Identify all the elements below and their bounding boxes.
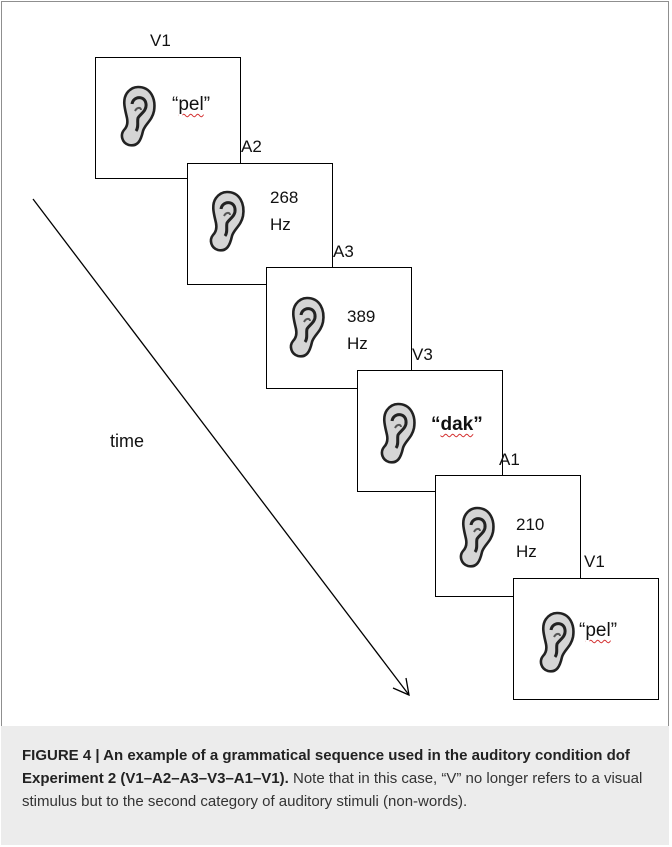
time-label: time (110, 431, 145, 451)
ear-icon (380, 402, 416, 464)
ear-icon (289, 296, 325, 358)
card-label-2: A2 (241, 137, 262, 156)
card-label-5: A1 (499, 450, 520, 469)
stimulus-word: “pel” (172, 94, 211, 115)
frequency-unit: Hz (270, 215, 291, 234)
ear-icon (120, 85, 156, 147)
stimulus-word: “pel” (579, 620, 618, 641)
caption-panel (1, 726, 669, 845)
caption-title: FIGURE 4 | An example of a grammatical s… (22, 747, 630, 787)
stimulus-card-6: “pel” (513, 578, 659, 700)
frequency-value: 210 (516, 515, 545, 534)
frequency-value: 389 (347, 307, 376, 326)
frequency-unit: Hz (516, 542, 537, 561)
ear-icon (459, 506, 495, 568)
stimulus-card-1: “pel” (95, 57, 241, 179)
card-label-4: V3 (412, 345, 433, 364)
stimulus-word: “dak” (431, 414, 483, 435)
card-label-1: V1 (150, 31, 171, 50)
ear-icon (209, 190, 245, 252)
frequency-unit: Hz (347, 334, 368, 353)
stimulus-card-4: “dak” (357, 370, 503, 492)
caption-body: Note that in this case, “V” no longer re… (22, 770, 643, 810)
ear-icon (539, 611, 575, 673)
figure-caption: FIGURE 4 | An example of a grammatical s… (22, 744, 654, 813)
card-label-6: V1 (584, 552, 605, 571)
card-label-3: A3 (333, 242, 354, 261)
frequency-value: 268 (270, 188, 299, 207)
